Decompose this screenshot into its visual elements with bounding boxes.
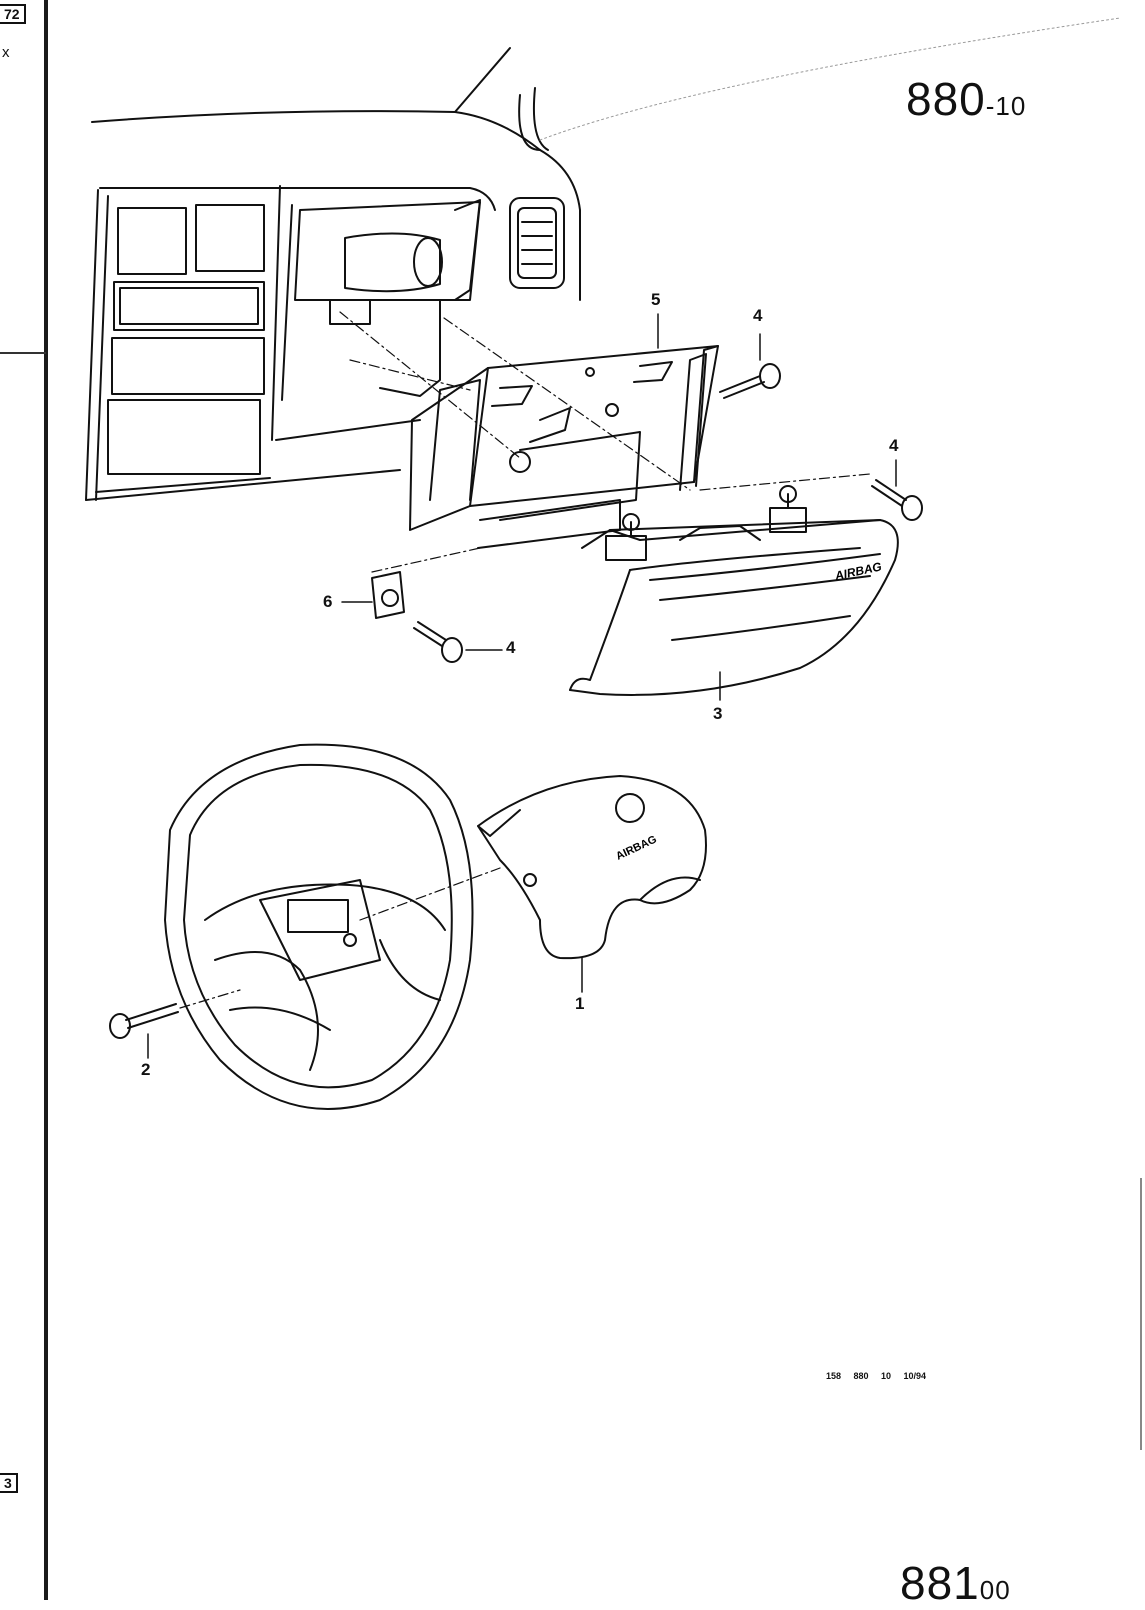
bolt-lower: [413, 621, 463, 663]
left-margin-tick: [0, 352, 46, 354]
steering-bolt: [109, 1003, 179, 1039]
dashboard-outline: [85, 47, 581, 501]
margin-box-bottom: 3: [0, 1473, 18, 1493]
right-edge-mark: [1140, 1178, 1142, 1450]
passenger-airbag-label: AIRBAG: [833, 559, 883, 583]
left-margin-rule: [44, 0, 48, 1600]
callout-4-lower: 4: [506, 638, 516, 657]
callout-6: 6: [323, 592, 333, 611]
callout-4-right: 4: [889, 436, 899, 455]
bolt-upper: [719, 363, 781, 399]
clip-nut: [371, 571, 405, 619]
driver-airbag-label: AIRBAG: [614, 834, 658, 863]
callout-4-upper: 4: [753, 306, 763, 325]
footer-code: 158 880 10 10/94: [826, 1371, 927, 1381]
margin-letter: x: [2, 44, 10, 61]
passenger-airbag-module: [569, 485, 899, 696]
driver-airbag-module: [477, 775, 707, 960]
callout-1: 1: [575, 994, 585, 1013]
page-number-top-suffix: -10: [985, 91, 1027, 121]
scan-crease: [539, 17, 1121, 141]
callout-3: 3: [713, 704, 723, 723]
page-number-top: 880-10: [906, 72, 1026, 126]
page-number-top-main: 880: [906, 73, 986, 125]
callout-2: 2: [141, 1060, 151, 1079]
callout-5: 5: [651, 290, 661, 309]
margin-box-top: 72: [0, 4, 26, 24]
callout-leaders: [147, 313, 897, 1059]
alignment-lines: [179, 311, 871, 1009]
bolt-right: [871, 479, 923, 521]
steering-wheel: [164, 743, 474, 1110]
airbag-bracket: [409, 345, 719, 549]
